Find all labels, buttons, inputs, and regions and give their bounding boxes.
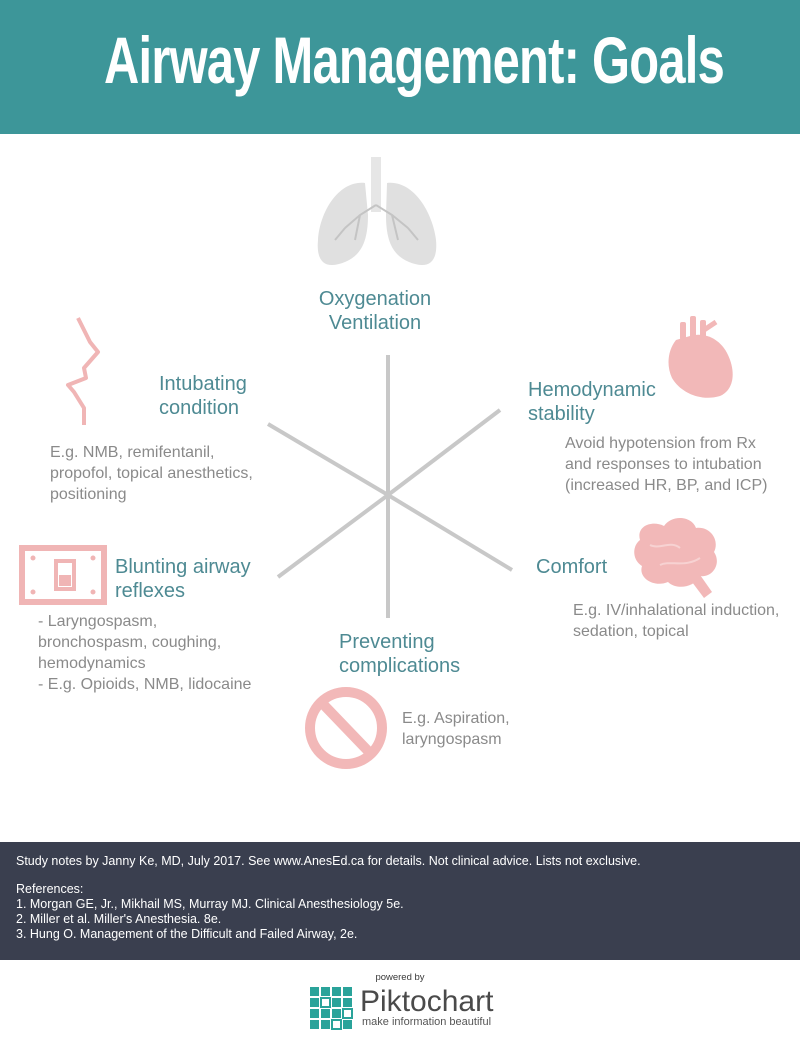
goal-intubating-detail-line: positioning [50, 486, 127, 503]
goal-blunting-label: Blunting airway reflexes [115, 555, 251, 603]
goal-intubating-detail-line: propofol, topical anesthetics, [50, 465, 253, 482]
goal-complications-line2: complications [339, 655, 461, 677]
piktochart-wordmark: Piktochart [360, 985, 493, 1019]
spoke-lower-left [276, 493, 390, 579]
goal-intubating-line1: Intubating [159, 373, 247, 395]
goal-blunting-detail: - Laryngospasm, bronchospasm, coughing, … [38, 611, 251, 695]
wordmark-pik: Pik [360, 985, 402, 1018]
reference-item: 2. Miller et al. Miller's Anesthesia. 8e… [16, 912, 222, 926]
goal-hemodynamic-detail: Avoid hypotension from Rx and responses … [565, 433, 767, 496]
heart-icon [668, 316, 733, 398]
goal-hemodynamic-detail-line: (increased HR, BP, and ICP) [565, 477, 768, 494]
goal-oxygenation-label: Oxygenation Ventilation [300, 287, 450, 335]
goal-complications-detail-line: laryngospasm [402, 731, 502, 748]
goal-intubating-detail-line: E.g. NMB, remifentanil, [50, 444, 215, 461]
piktochart-logo[interactable]: Piktochart make information beautiful [310, 985, 500, 1031]
references-title: References: [16, 882, 84, 896]
face-profile-icon [66, 317, 100, 425]
goal-blunting-line2: reflexes [115, 580, 186, 602]
goal-complications-label: Preventing complications [339, 630, 460, 678]
goal-blunting-detail-line: - E.g. Opioids, NMB, lidocaine [38, 676, 252, 693]
goal-complications-detail: E.g. Aspiration, laryngospasm [402, 708, 510, 750]
goal-complications-detail-line: E.g. Aspiration, [402, 710, 510, 727]
goals-diagram [19, 157, 733, 769]
page-title: Airway Management: Goals [104, 23, 725, 97]
wordmark-chart: chart [426, 985, 494, 1018]
switch-icon [19, 545, 107, 605]
wordmark-to: to [401, 985, 427, 1018]
reference-item: 1. Morgan GE, Jr., Mikhail MS, Murray MJ… [16, 897, 404, 911]
diagram-spokes [266, 355, 514, 618]
piktochart-tagline: make information beautiful [362, 1016, 492, 1028]
goal-hemodynamic-detail-line: and responses to intubation [565, 456, 762, 473]
goal-hemodynamic-line2: stability [528, 403, 595, 425]
goal-comfort-detail: E.g. IV/inhalational induction, sedation… [573, 600, 779, 642]
goal-hemodynamic-detail-line: Avoid hypotension from Rx [565, 435, 756, 452]
goal-oxygenation-line2: Ventilation [328, 312, 422, 334]
goal-oxygenation-line1: Oxygenation [318, 288, 432, 310]
goal-comfort-label: Comfort [536, 555, 607, 579]
disclaimer-note: Study notes by Janny Ke, MD, July 2017. … [16, 854, 641, 868]
goal-blunting-detail-line: bronchospasm, coughing, [38, 634, 222, 651]
spoke-upper-right [386, 408, 502, 497]
lungs-icon [317, 157, 437, 266]
spoke-lower-right [386, 493, 514, 572]
goal-hemodynamic-line1: Hemodynamic [528, 379, 656, 401]
goal-hemodynamic-label: Hemodynamic stability [528, 378, 656, 426]
goal-intubating-label: Intubating condition [159, 372, 247, 420]
goal-complications-line1: Preventing [339, 631, 435, 653]
piktochart-logo-icon [310, 987, 353, 1030]
goal-comfort-detail-line: sedation, topical [573, 623, 689, 640]
references-footer: Study notes by Janny Ke, MD, July 2017. … [0, 842, 800, 960]
title-banner: Airway Management: Goals [0, 0, 800, 134]
goal-blunting-detail-line: hemodynamics [38, 655, 146, 672]
reference-item: 3. Hung O. Management of the Difficult a… [16, 927, 358, 941]
goal-intubating-line2: condition [159, 397, 240, 419]
goal-intubating-detail: E.g. NMB, remifentanil, propofol, topica… [50, 442, 253, 505]
brain-icon [634, 517, 717, 598]
prohibited-icon [305, 687, 387, 769]
spoke-upper-left [266, 422, 390, 497]
goal-comfort-detail-line: E.g. IV/inhalational induction, [573, 602, 780, 619]
goal-comfort-line1: Comfort [536, 556, 608, 578]
goal-blunting-detail-line: - Laryngospasm, [38, 613, 158, 630]
goal-blunting-line1: Blunting airway [115, 556, 251, 578]
powered-by-label: powered by [375, 972, 425, 983]
